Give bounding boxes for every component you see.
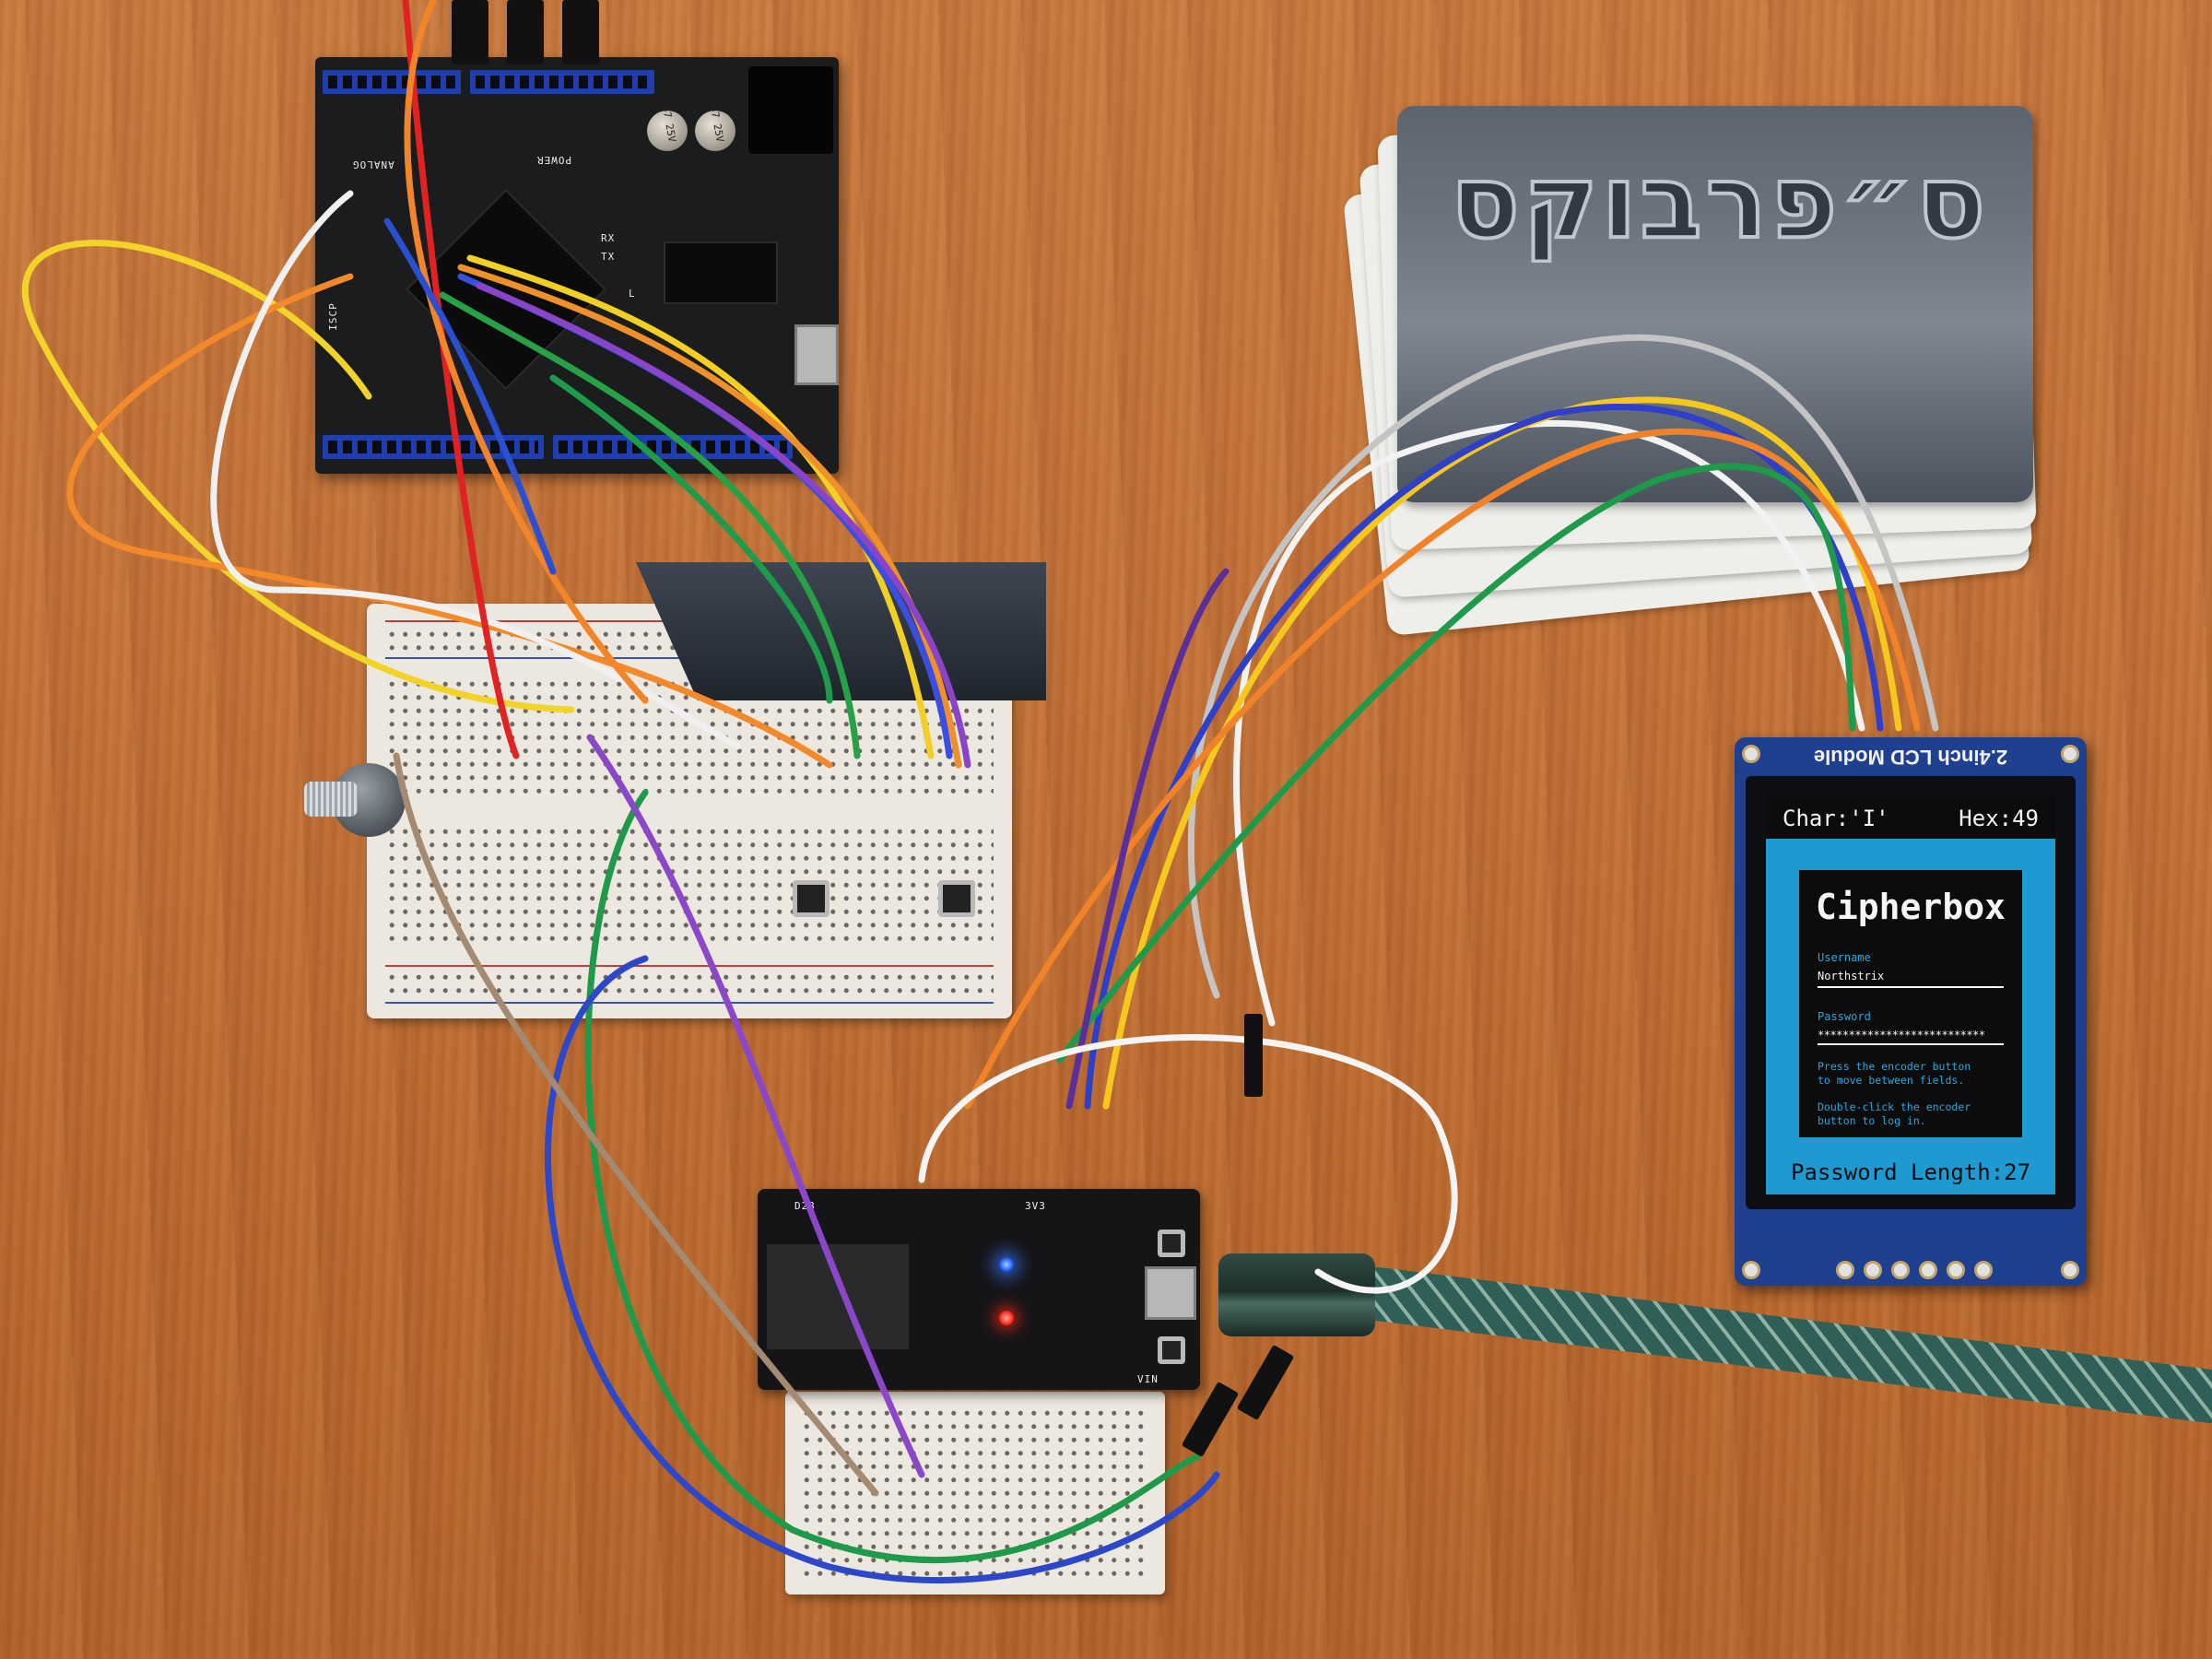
mounting-hole xyxy=(1742,745,1760,763)
wire-orange-b xyxy=(457,264,962,769)
wire-grey-lcd xyxy=(1187,334,1939,999)
wire-green-loop xyxy=(584,789,1202,1563)
card-text: ס״פרבוקס xyxy=(1449,141,1990,263)
wire-green-lcd xyxy=(1056,463,1856,1064)
analog-header xyxy=(323,70,461,94)
wire-blue xyxy=(383,218,557,575)
esp32-board: D23 3V3 VIN xyxy=(758,1189,1200,1390)
help-text-1-line2: to move between fields. xyxy=(1818,1074,1965,1087)
password-field[interactable]: *************************** xyxy=(1818,1029,1985,1041)
potentiometer-shaft[interactable] xyxy=(304,782,358,817)
dupont-header xyxy=(1244,1014,1263,1097)
power-jack xyxy=(748,66,833,154)
wire-red xyxy=(402,0,520,759)
l-label: L xyxy=(629,288,636,300)
mounting-hole xyxy=(2061,1261,2079,1279)
power-rail-red xyxy=(385,965,994,967)
wire-orange-lcd xyxy=(964,428,1921,1110)
dupont-header xyxy=(507,0,544,65)
pin-hole xyxy=(1919,1261,1937,1279)
help-text-2-line2: button to log in. xyxy=(1818,1114,1926,1127)
capacitor: 47 25V xyxy=(695,105,735,151)
wire-orange xyxy=(404,0,649,704)
lcd-module: 2.4inch LCD Module Char:'I' Hex:49 Ciphe… xyxy=(1735,737,2087,1286)
led-blue-icon xyxy=(999,1257,1014,1272)
pin-hole xyxy=(1891,1261,1910,1279)
help-text-1-line1: Press the encoder button xyxy=(1818,1060,1971,1073)
wire-yellow-long xyxy=(21,240,575,713)
wire-yellow xyxy=(466,254,935,759)
wire-white-lcd xyxy=(1233,419,1865,1027)
login-panel: Cipherbox Username Northstrix Password *… xyxy=(1799,870,2022,1137)
help-text-1: Press the encoder button to move between… xyxy=(1818,1060,2011,1088)
usb-chip xyxy=(664,241,778,304)
help-text-2: Double-click the encoder button to log i… xyxy=(1818,1100,2011,1128)
en-button[interactable] xyxy=(1158,1336,1185,1364)
boot-button[interactable] xyxy=(1158,1230,1185,1257)
username-field[interactable]: Northstrix xyxy=(1818,970,1885,982)
wire-white-loop xyxy=(918,1034,1458,1294)
wire-purple-lcd xyxy=(1065,568,1230,1110)
lcd-status-bar: Char:'I' Hex:49 xyxy=(1766,796,2055,839)
wire-purple-loop xyxy=(586,734,925,1478)
micro-usb-port xyxy=(1145,1266,1196,1320)
dupont-header xyxy=(452,0,488,65)
pin-hole xyxy=(1947,1261,1965,1279)
help-text-2-line1: Double-click the encoder xyxy=(1818,1100,1971,1113)
pin-hole xyxy=(1864,1261,1882,1279)
potentiometer-icon[interactable] xyxy=(304,756,415,848)
wire-tan xyxy=(393,752,879,1497)
power-header xyxy=(470,70,654,94)
mounting-hole xyxy=(2061,745,2079,763)
wire-purple xyxy=(476,282,971,769)
terminal-holes xyxy=(385,825,994,949)
dupont-header xyxy=(1237,1345,1294,1420)
wire-yellow-lcd xyxy=(1102,396,1902,1110)
mounting-hole xyxy=(1742,1261,1760,1279)
led-red-icon xyxy=(999,1311,1014,1325)
usb-plug-icon xyxy=(1218,1253,1375,1336)
esp32-module xyxy=(767,1244,909,1349)
lcd-bezel: Char:'I' Hex:49 Cipherbox Username North… xyxy=(1746,776,2076,1209)
usb-port xyxy=(794,324,839,385)
password-label: Password xyxy=(1818,1010,1871,1023)
wire-white xyxy=(210,190,741,750)
breadboard-large xyxy=(367,604,1012,1018)
dupont-header xyxy=(562,0,599,65)
esp32-label-3v3: 3V3 xyxy=(1025,1200,1046,1212)
password-underline xyxy=(1818,1043,2004,1045)
lcd-screen: Char:'I' Hex:49 Cipherbox Username North… xyxy=(1766,796,2055,1194)
push-button[interactable] xyxy=(938,880,975,917)
capacitor: 47 25V xyxy=(647,105,688,151)
username-underline xyxy=(1818,986,2004,988)
wire-green xyxy=(439,291,861,759)
lcd-char-readout: Char:'I' xyxy=(1783,806,1889,831)
wire-green-b xyxy=(549,374,833,704)
lcd-hex-readout: Hex:49 xyxy=(1959,806,2039,831)
esp32-label-vin: VIN xyxy=(1137,1373,1159,1385)
username-label: Username xyxy=(1818,951,1871,964)
tx-label: TX xyxy=(601,251,616,263)
password-length-footer: Password Length:27 xyxy=(1790,1159,2031,1185)
pin-hole xyxy=(1836,1261,1854,1279)
push-button[interactable] xyxy=(793,880,830,917)
power-rail-blue xyxy=(385,1002,994,1004)
arduino-board: 47 25V 47 25V ANALOG POWER ISCP RX TX L xyxy=(315,57,839,474)
pin-hole xyxy=(1974,1261,1993,1279)
wire-orange-long xyxy=(66,273,833,769)
app-title: Cipherbox xyxy=(1816,887,2006,927)
rx-label: RX xyxy=(601,232,616,244)
dupont-header xyxy=(1182,1382,1239,1457)
wire-blue-loop xyxy=(545,955,1220,1583)
